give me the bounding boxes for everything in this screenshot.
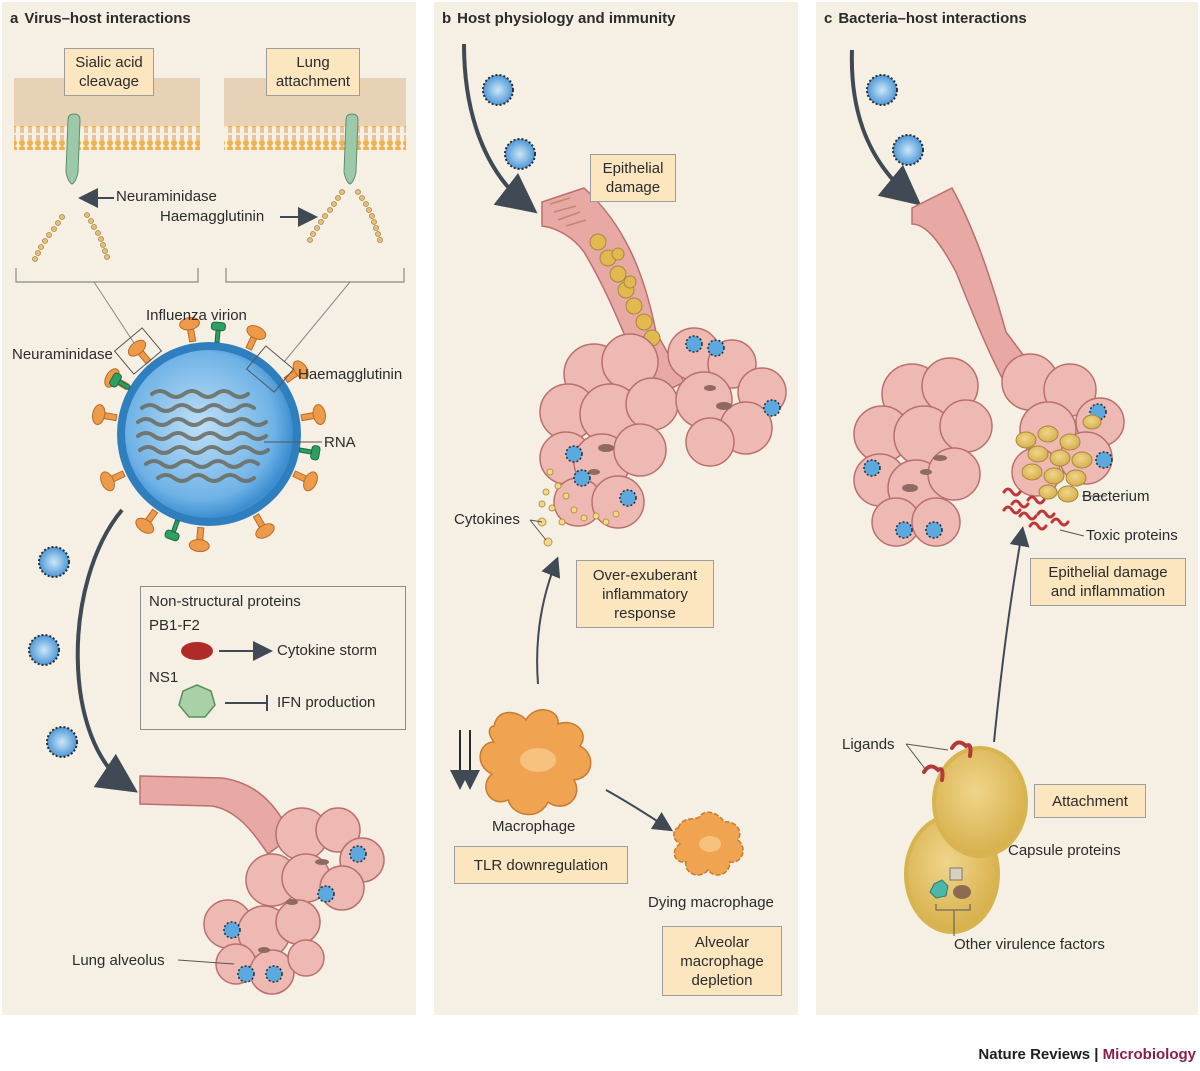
- ifn-production-label: IFN production: [277, 694, 376, 711]
- bacterium-cells-icon: [904, 746, 1028, 936]
- dying-macrophage-label: Dying macrophage: [648, 894, 774, 911]
- sialic-receptor-left: [65, 113, 81, 185]
- lung-alveolus-illustration: [139, 775, 385, 995]
- lipid-bilayer-right: [224, 126, 406, 150]
- cytokines-label: Cytokines: [454, 511, 520, 528]
- bacterium-label: Bacterium: [1082, 488, 1150, 505]
- ns1-protein-icon: [178, 684, 216, 718]
- attachment-box: Attachment: [1034, 784, 1146, 818]
- journal-credit: Nature Reviews | Microbiology: [978, 1046, 1196, 1063]
- haemagglutinin-label: Haemagglutinin: [298, 366, 403, 383]
- sialic-receptor-right: [343, 113, 359, 185]
- panel-a-illustration: [14, 78, 406, 995]
- cleaved-sialic-chains: [32, 212, 110, 262]
- macrophage-label: Macrophage: [492, 818, 576, 835]
- infection-arrow: [75, 508, 138, 793]
- ns-title: Non-structural proteins: [149, 593, 301, 610]
- toxic-proteins-label: Toxic proteins: [1086, 527, 1178, 544]
- ligands-icon: [922, 740, 973, 782]
- non-structural-proteins-box: Non-structural proteins PB1-F2 Cytokine …: [140, 586, 406, 730]
- cytokine-storm-label: Cytokine storm: [277, 642, 378, 659]
- macrophage-icon: [479, 709, 592, 816]
- neuraminidase-top-label: Neuraminidase: [116, 188, 217, 205]
- pb1-f2-protein-icon: [181, 642, 213, 660]
- tlr-downregulation-box: TLR downregulation: [454, 846, 628, 884]
- neuraminidase-label: Neuraminidase: [12, 346, 113, 363]
- haemagglutinin-top-label: Haemagglutinin: [160, 208, 265, 225]
- capsule-proteins-label: Capsule proteins: [1008, 842, 1121, 859]
- dying-macrophage-icon: [673, 811, 744, 876]
- lipid-bilayer-left: [14, 126, 200, 150]
- influenza-virion: [92, 317, 326, 553]
- panel-b-illustration: [450, 43, 787, 876]
- toxic-proteins-icon: [1002, 487, 1070, 531]
- influenza-virion-label: Influenza virion: [146, 307, 247, 324]
- attached-sialic-chains: [307, 189, 383, 243]
- lung-alveolus-label: Lung alveolus: [72, 952, 165, 969]
- other-virulence-factors-label: Other virulence factors: [954, 936, 1105, 953]
- small-virions: [28, 546, 78, 758]
- bacteria-cluster: [1015, 414, 1102, 503]
- panel-c-illustration: [849, 49, 1125, 936]
- ns1-label: NS1: [149, 669, 179, 686]
- pb1-f2-label: PB1-F2: [149, 617, 200, 634]
- ligands-label: Ligands: [842, 736, 895, 753]
- rna-label: RNA: [324, 434, 356, 451]
- alveoli-cluster-c: [853, 353, 1125, 547]
